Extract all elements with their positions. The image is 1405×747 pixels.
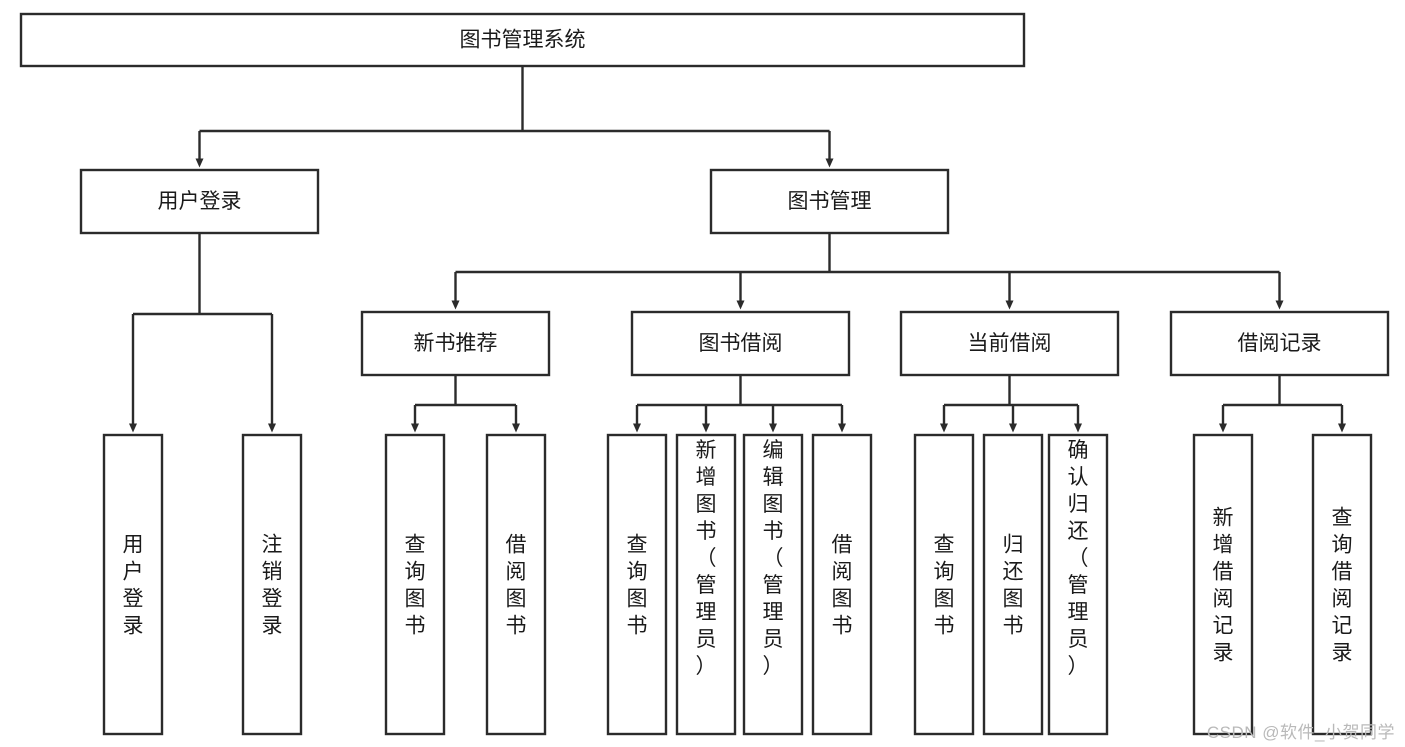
- node-root[interactable]: 图书管理系统: [19, 12, 1026, 68]
- node-book-manage[interactable]: 图书管理: [709, 168, 950, 235]
- node-label-leaf-borrow-book-rec: 借阅图书: [506, 534, 527, 638]
- node-label-book-borrow: 图书借阅: [699, 332, 783, 355]
- node-label-root: 图书管理系统: [460, 29, 586, 52]
- node-leaf-logout[interactable]: 注销登录: [241, 433, 303, 736]
- node-box-leaf-query-book-borrow: [606, 433, 668, 736]
- connectors-layer: [129, 66, 1346, 433]
- node-label-borrow-record: 借阅记录: [1238, 332, 1322, 355]
- node-label-new-book-recommend: 新书推荐: [414, 332, 498, 355]
- node-leaf-return-book[interactable]: 归还图书: [982, 433, 1044, 736]
- node-label-leaf-query-book-borrow: 查询图书: [627, 534, 648, 638]
- node-user-login[interactable]: 用户登录: [79, 168, 320, 235]
- node-label-leaf-query-book-rec: 查询图书: [405, 534, 426, 638]
- node-label-leaf-edit-book-admin: 编辑图书（管理员）: [763, 439, 784, 678]
- node-box-leaf-user-login: [102, 433, 164, 736]
- node-borrow-record[interactable]: 借阅记录: [1169, 310, 1390, 377]
- node-leaf-edit-book-admin[interactable]: 编辑图书（管理员）: [742, 433, 804, 736]
- node-box-leaf-confirm-return-admin: [1047, 433, 1109, 736]
- node-box-leaf-edit-book-admin: [742, 433, 804, 736]
- node-label-leaf-logout: 注销登录: [262, 534, 283, 638]
- node-box-leaf-return-book: [982, 433, 1044, 736]
- nodes-layer: 图书管理系统用户登录图书管理新书推荐图书借阅当前借阅借阅记录用户登录注销登录查询…: [19, 12, 1390, 736]
- node-box-leaf-borrow-book: [811, 433, 873, 736]
- node-label-current-borrow: 当前借阅: [968, 332, 1052, 355]
- node-box-leaf-query-book-cur: [913, 433, 975, 736]
- node-label-leaf-add-borrow-record: 新增借阅记录: [1213, 507, 1234, 665]
- node-label-leaf-user-login: 用户登录: [123, 534, 144, 638]
- node-label-book-manage: 图书管理: [788, 190, 872, 213]
- node-leaf-confirm-return-admin[interactable]: 确认归还（管理员）: [1047, 433, 1109, 736]
- node-box-book-borrow: [630, 310, 851, 377]
- node-leaf-add-borrow-record[interactable]: 新增借阅记录: [1192, 433, 1254, 736]
- node-label-leaf-query-book-cur: 查询图书: [934, 534, 955, 638]
- node-book-borrow[interactable]: 图书借阅: [630, 310, 851, 377]
- node-current-borrow[interactable]: 当前借阅: [899, 310, 1120, 377]
- node-box-borrow-record: [1169, 310, 1390, 377]
- node-leaf-query-book-rec[interactable]: 查询图书: [384, 433, 446, 736]
- node-leaf-query-borrow-record[interactable]: 查询借阅记录: [1311, 433, 1373, 736]
- node-box-leaf-add-borrow-record: [1192, 433, 1254, 736]
- node-box-leaf-query-borrow-record: [1311, 433, 1373, 736]
- node-box-leaf-borrow-book-rec: [485, 433, 547, 736]
- node-leaf-add-book-admin[interactable]: 新增图书（管理员）: [675, 433, 737, 736]
- node-label-leaf-query-borrow-record: 查询借阅记录: [1332, 507, 1353, 665]
- node-label-leaf-add-book-admin: 新增图书（管理员）: [696, 439, 717, 678]
- node-box-book-manage: [709, 168, 950, 235]
- node-leaf-query-book-borrow[interactable]: 查询图书: [606, 433, 668, 736]
- node-box-root: [19, 12, 1026, 68]
- node-leaf-query-book-cur[interactable]: 查询图书: [913, 433, 975, 736]
- node-label-user-login: 用户登录: [158, 190, 242, 213]
- node-label-leaf-confirm-return-admin: 确认归还（管理员）: [1068, 439, 1089, 678]
- node-new-book-recommend[interactable]: 新书推荐: [360, 310, 551, 377]
- node-box-leaf-add-book-admin: [675, 433, 737, 736]
- csdn-watermark: CSDN @软件_小贺同学: [1206, 723, 1395, 742]
- node-leaf-borrow-book[interactable]: 借阅图书: [811, 433, 873, 736]
- node-leaf-user-login[interactable]: 用户登录: [102, 433, 164, 736]
- node-label-leaf-return-book: 归还图书: [1003, 534, 1024, 638]
- node-leaf-borrow-book-rec[interactable]: 借阅图书: [485, 433, 547, 736]
- node-box-new-book-recommend: [360, 310, 551, 377]
- node-label-leaf-borrow-book: 借阅图书: [832, 534, 853, 638]
- node-box-user-login: [79, 168, 320, 235]
- node-box-leaf-logout: [241, 433, 303, 736]
- node-box-current-borrow: [899, 310, 1120, 377]
- node-box-leaf-query-book-rec: [384, 433, 446, 736]
